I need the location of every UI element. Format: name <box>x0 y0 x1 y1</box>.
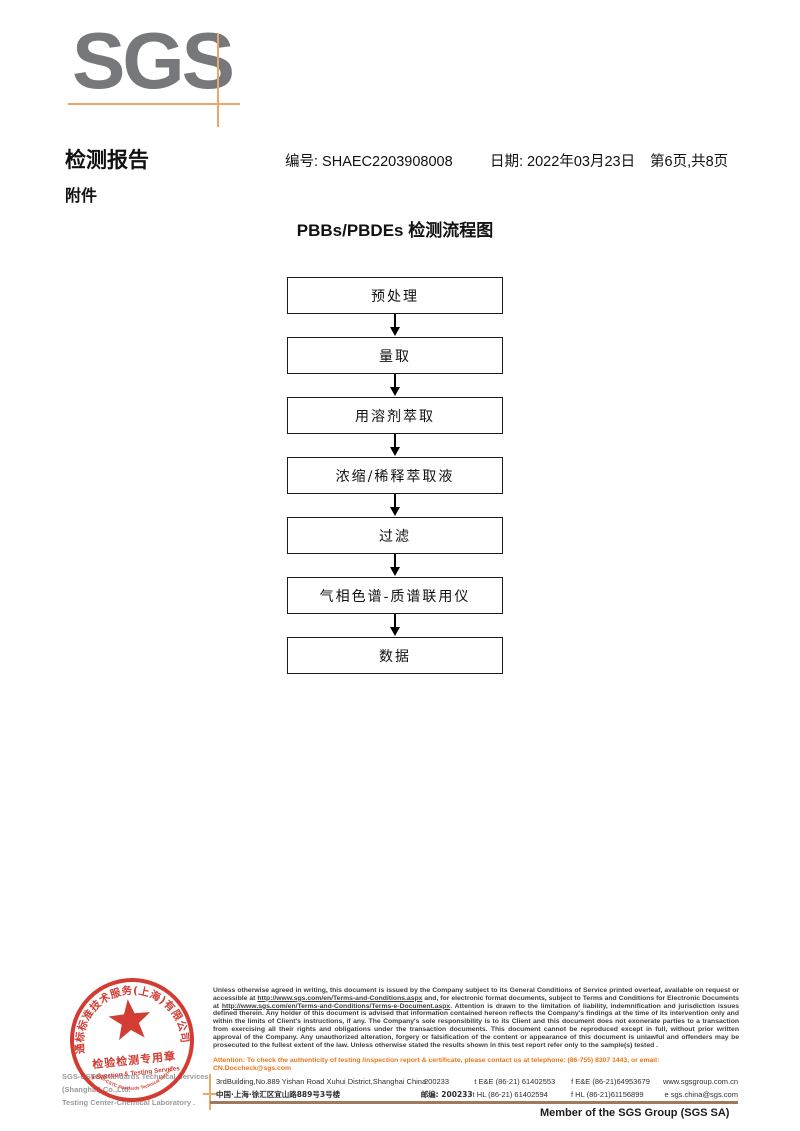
fax-ee: f E&E (86-21)64953679 <box>571 1077 650 1086</box>
flow-arrow-down-icon <box>287 494 503 517</box>
logo-crop-vline <box>217 34 219 127</box>
flow-step-filter: 过滤 <box>287 517 503 554</box>
footer-divider <box>210 1101 738 1104</box>
address-en: 3rdBuilding,No.889 Yishan Road Xuhui Dis… <box>216 1077 427 1086</box>
terms-e-document-link[interactable]: http://www.sgs.com/en/Terms-and-Conditio… <box>221 1002 451 1010</box>
page-indicator: 第6页,共8页 <box>650 154 729 170</box>
terms-link[interactable]: http://www.sgs.com/en/Terms-and-Conditio… <box>257 994 423 1002</box>
flow-step-solvent-extraction: 用溶剂萃取 <box>287 397 503 434</box>
address-cn: 中国·上海·徐汇区宜山路889号3号楼 <box>216 1090 341 1099</box>
flow-step-gcms: 气相色谱-质谱联用仪 <box>287 577 503 614</box>
lab-company-line2: Testing Center-Chemical Laboratory . <box>62 1098 196 1107</box>
flow-arrow-down-icon <box>287 614 503 637</box>
disclaimer-text: Unless otherwise agreed in writing, this… <box>213 987 739 1002</box>
inspection-stamp: 通标标准技术服务(上海)有限公司 SGS-CSTC Standards Tech… <box>59 967 204 1112</box>
stamp-star-icon <box>108 999 151 1041</box>
flowchart: 预处理 量取 用溶剂萃取 浓缩/稀释萃取液 过滤 气相色谱-质谱联用仪 数据 <box>287 277 503 674</box>
legal-disclaimer: Unless otherwise agreed in writing, this… <box>213 987 739 1049</box>
address-block: 3rdBuilding,No.889 Yishan Road Xuhui Dis… <box>216 1077 738 1101</box>
report-number: 编号: SHAEC2203908008 <box>285 154 453 170</box>
address-row-cn: 中国·上海·徐汇区宜山路889号3号楼 邮编: 200233 t HL (86-… <box>216 1089 738 1101</box>
fax-hl: f HL (86-21)61156899 <box>571 1090 644 1099</box>
address-crop-vline <box>209 1074 211 1110</box>
sgs-member-note: Member of the SGS Group (SGS SA) <box>540 1107 730 1119</box>
flow-step-concentrate-dilute: 浓缩/稀释萃取液 <box>287 457 503 494</box>
attachment-label: 附件 <box>65 186 98 205</box>
flow-step-data: 数据 <box>287 637 503 674</box>
flow-arrow-down-icon <box>287 554 503 577</box>
attention-notice: Attention: To check the authenticity of … <box>213 1057 660 1072</box>
address-crop-hcross <box>203 1093 218 1095</box>
report-date: 日期: 2022年03月23日 <box>490 154 636 170</box>
disclaimer-text: . Attention is drawn to the limitation o… <box>213 1002 739 1049</box>
postcode-en: 200233 <box>424 1077 450 1086</box>
flow-arrow-down-icon <box>287 434 503 457</box>
tel-hl: t HL (86-21) 61402594 <box>472 1090 548 1099</box>
flow-arrow-down-icon <box>287 314 503 337</box>
sgs-logo: SGS <box>72 16 235 105</box>
address-row-en: 3rdBuilding,No.889 Yishan Road Xuhui Dis… <box>216 1077 738 1089</box>
flow-arrow-down-icon <box>287 374 503 397</box>
report-title: 检测报告 <box>65 148 149 172</box>
flow-step-measure: 量取 <box>287 337 503 374</box>
flow-step-pretreatment: 预处理 <box>287 277 503 314</box>
tel-ee: t E&E (86-21) 61402553 <box>474 1077 556 1086</box>
email[interactable]: e sgs.china@sgs.com <box>664 1090 738 1099</box>
website[interactable]: www.sgsgroup.com.cn <box>662 1077 738 1086</box>
postcode-cn: 邮编: 200233 <box>420 1090 473 1099</box>
disclaimer-text: and, for electronic format documents, su… <box>213 994 739 1010</box>
logo-crop-hline <box>68 103 240 105</box>
stamp-seal-icon: 通标标准技术服务(上海)有限公司 SGS-CSTC Standards Tech… <box>67 978 194 1102</box>
flowchart-title: PBBs/PBDEs 检测流程图 <box>296 221 494 240</box>
